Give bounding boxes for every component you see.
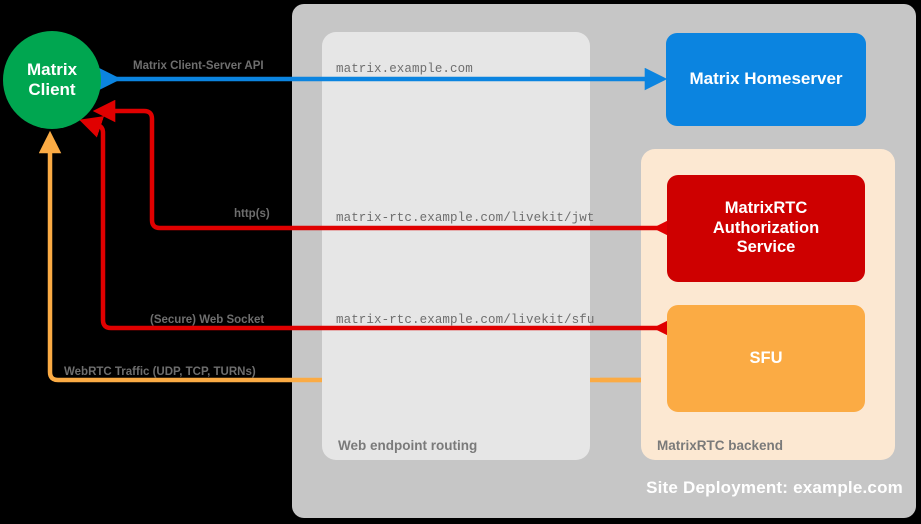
auth-label-line2: Authorization <box>712 218 820 237</box>
sfu-label: SFU <box>749 348 783 367</box>
web-endpoint-routing-panel <box>322 32 590 460</box>
matrix-homeserver-node[interactable]: Matrix Homeserver <box>666 33 866 126</box>
matrix-client-label-line2: Client <box>28 80 76 99</box>
homeserver-endpoint-url: matrix.example.com <box>336 62 473 76</box>
matrix-homeserver-label: Matrix Homeserver <box>689 69 843 89</box>
matrix-client-label: Matrix Client <box>27 60 77 99</box>
auth-label-line3: Service <box>736 238 796 257</box>
auth-label-line1: MatrixRTC <box>724 199 808 218</box>
sfu-endpoint-url: matrix-rtc.example.com/livekit/sfu <box>336 313 595 327</box>
jwt-endpoint-url: matrix-rtc.example.com/livekit/jwt <box>336 211 595 225</box>
matrixrtc-authorization-service-node[interactable]: MatrixRTC Authorization Service <box>667 175 865 282</box>
matrix-client-node[interactable]: Matrix Client <box>3 31 101 129</box>
web-endpoint-routing-label: Web endpoint routing <box>338 438 478 453</box>
matrix-client-server-api-label: Matrix Client-Server API <box>133 60 264 72</box>
matrixrtc-authorization-service-label: MatrixRTC Authorization Service <box>713 199 819 257</box>
secure-web-socket-label: (Secure) Web Socket <box>150 314 265 326</box>
sfu-node[interactable]: SFU <box>667 305 865 412</box>
webrtc-traffic-label: WebRTC Traffic (UDP, TCP, TURNs) <box>64 366 256 378</box>
https-connection-label: http(s) <box>234 208 270 220</box>
site-deployment-label: Site Deployment: example.com <box>646 478 903 497</box>
matrix-client-label-line1: Matrix <box>26 60 78 80</box>
matrixrtc-backend-label: MatrixRTC backend <box>657 438 784 453</box>
